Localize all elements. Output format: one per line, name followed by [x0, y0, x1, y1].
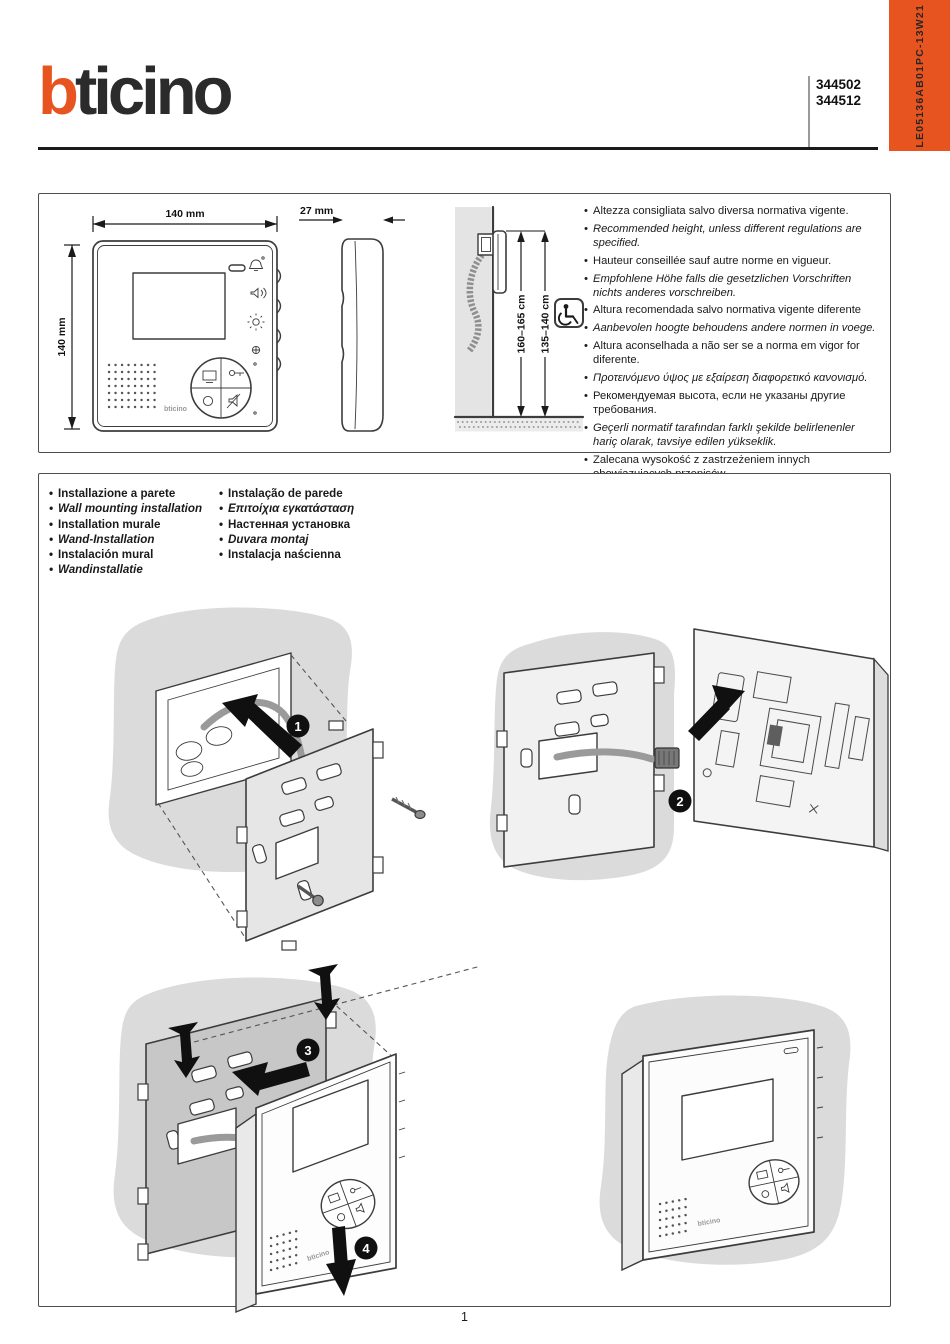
- title-tr: Duvara montaj: [219, 532, 354, 548]
- hook-arrow-icon: [308, 964, 340, 1020]
- standard-height-label: 160–165 cm: [516, 295, 528, 354]
- video-entry-unit-side: [341, 238, 384, 432]
- note-es: Altura recomendada salvo normativa vigen…: [584, 304, 880, 318]
- front-view-drawing: 140 mm 140 mm: [56, 208, 282, 432]
- product-code-2: 344512: [816, 93, 862, 108]
- installation-section: Installazione a parete Wall mounting ins…: [38, 473, 891, 1314]
- mounting-bracket: [236, 720, 384, 951]
- height-dim-label: 140 mm: [56, 317, 68, 356]
- mounting-bracket: [496, 652, 665, 868]
- note-de: Empfohlene Höhe falls die gesetzlichen V…: [584, 273, 880, 301]
- brightness-icon: [247, 313, 265, 331]
- screw: [297, 884, 324, 907]
- speaker-grille: [269, 1229, 299, 1272]
- volume-icon: [250, 287, 267, 299]
- dimensions-section: 140 mm 140 mm: [38, 193, 891, 480]
- bracket-window: [275, 826, 319, 880]
- logo-ticino: ticino: [74, 54, 234, 129]
- side-view-drawing: 27 mm: [299, 205, 405, 432]
- note-ru: Рекомендуемая высота, если не указаны др…: [584, 390, 880, 418]
- device-rear-view: [693, 628, 889, 852]
- svg-text:2: 2: [676, 794, 683, 809]
- color-icon: [251, 345, 261, 355]
- device-logo: bticino: [164, 406, 187, 413]
- mic-mute-icon: [226, 393, 241, 409]
- ground: [455, 418, 583, 432]
- control-pad: [190, 357, 257, 419]
- depth-dim-label: 27 mm: [300, 205, 333, 217]
- step2-arrow-icon: [688, 685, 745, 741]
- note-tr: Geçerli normatif tarafından farklı şekil…: [584, 422, 880, 450]
- doc-code: LE05136AB01PC-13W21: [913, 3, 926, 148]
- step-1-badge: 1: [286, 714, 310, 738]
- step3-arrow-icon: [232, 1062, 310, 1096]
- key-icon: [228, 369, 244, 377]
- final-drawing: bticino: [599, 995, 851, 1272]
- title-es: Instalación mural: [49, 547, 202, 563]
- video-entry-unit-perspective: bticino: [235, 1053, 406, 1314]
- device-on-wall: [492, 230, 507, 294]
- mount-height-drawing: 160–165 cm 135–140 cm: [453, 205, 585, 432]
- step1-arrow-icon: [222, 694, 302, 758]
- wheelchair-icon: [554, 298, 584, 328]
- note-fr: Hauteur conseillée sauf autre norme en v…: [584, 255, 880, 269]
- product-codes: 344502 344512: [816, 77, 861, 109]
- title-ru: Настенная установка: [219, 517, 354, 533]
- svg-text:4: 4: [362, 1241, 370, 1256]
- note-nl: Aanbevolen hoogte behoudens andere norme…: [584, 322, 880, 336]
- screw: [391, 796, 426, 820]
- install-titles-col2: Instalação de parede Επιτοίχια εγκατάστα…: [219, 486, 354, 563]
- screen: [681, 1078, 774, 1161]
- screen: [132, 272, 226, 340]
- video-entry-unit-mounted: bticino: [621, 1029, 824, 1272]
- title-de: Wand-Installation: [49, 532, 202, 548]
- note-el: Προτεινόμενο ύψος με εξαίρεση διαφορετικ…: [584, 372, 880, 386]
- title-nl: Wandinstallatie: [49, 562, 202, 578]
- title-el: Επιτοίχια εγκατάσταση: [219, 501, 354, 517]
- step4-arrow-icon: [326, 1226, 356, 1296]
- note-en: Recommended height, unless different reg…: [584, 223, 880, 251]
- step1-drawing: 1: [108, 607, 426, 951]
- screen: [292, 1079, 369, 1173]
- title-it: Installazione a parete: [49, 486, 202, 502]
- led-indicator: [228, 264, 246, 272]
- page-number: 1: [461, 1310, 468, 1324]
- hook-arrow-icon: [168, 1022, 200, 1078]
- product-code-1: 344502: [816, 77, 862, 92]
- accessible-height-label: 135–140 cm: [540, 295, 552, 354]
- monitor-icon: [202, 370, 217, 383]
- width-dim-label: 140 mm: [165, 208, 204, 220]
- doc-code-tab: LE05136AB01PC-13W21: [889, 0, 950, 151]
- step2-drawing: 2: [489, 628, 889, 881]
- cable: [553, 748, 656, 763]
- speaker-grille: [658, 1197, 688, 1238]
- height-notes-list: Altezza consigliata salvo diversa normat…: [584, 205, 880, 485]
- rear-connector: [766, 724, 783, 747]
- title-en: Wall mounting installation: [49, 501, 202, 517]
- video-entry-unit-front: bticino: [92, 240, 282, 432]
- conduit: [466, 252, 485, 354]
- bticino-logo: bticino: [38, 58, 234, 125]
- step-4-badge: 4: [354, 1236, 378, 1260]
- install-titles-col1: Installazione a parete Wall mounting ins…: [49, 486, 202, 578]
- connect-icon: [202, 395, 214, 407]
- logo-b: b: [38, 54, 79, 129]
- step-2-badge: 2: [668, 789, 692, 813]
- device-logo: bticino: [697, 1217, 721, 1228]
- title-fr: Installation murale: [49, 517, 202, 533]
- bell-exclusion-icon: [248, 256, 265, 271]
- header-rule: [38, 147, 878, 150]
- step-3-badge: 3: [296, 1038, 320, 1062]
- control-pad: [748, 1159, 800, 1205]
- title-pt: Instalação de parede: [219, 486, 354, 502]
- svg-text:3: 3: [304, 1043, 311, 1058]
- cable-connector: [654, 747, 680, 769]
- step3-4-drawing: bticino 3 4: [113, 964, 482, 1314]
- title-pl: Instalacja naścienna: [219, 547, 354, 563]
- note-pt: Altura aconselhada a não ser se a norma …: [584, 340, 880, 368]
- svg-text:1: 1: [294, 719, 301, 734]
- control-pad: [320, 1178, 376, 1230]
- product-codes-divider: [808, 76, 810, 149]
- note-it: Altezza consigliata salvo diversa normat…: [584, 205, 880, 219]
